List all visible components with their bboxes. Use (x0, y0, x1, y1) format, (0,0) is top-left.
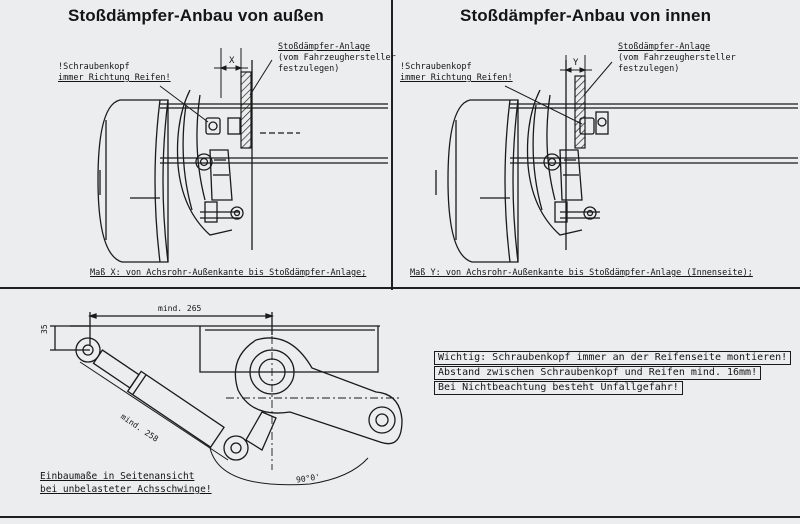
left-bolt-note-line1: !Schraubenkopf (58, 62, 130, 72)
side-view-caption-line2: bei unbelasteter Achsschwinge! (40, 484, 212, 495)
right-assembly-drawing (435, 60, 798, 263)
left-bolt-note: !Schraubenkopf immer Richtung Reifen! (58, 62, 171, 84)
side-view-caption-line1: Einbaumaße in Seitenansicht (40, 471, 195, 482)
left-dim-x (214, 48, 248, 98)
warning-line-important: Wichtig: Schraubenkopf immer an der Reif… (434, 351, 792, 365)
right-bolt-note-line1: !Schraubenkopf (400, 62, 472, 72)
divider-horizontal (0, 287, 800, 289)
left-mount-label: Stoßdämpfer-Anlage (278, 42, 371, 52)
right-bolt-note: !Schraubenkopf immer Richtung Reifen! (400, 62, 513, 84)
right-leaders (504, 61, 613, 125)
dim-265-label: mind. 265 (158, 304, 202, 313)
right-dim-y (560, 55, 592, 90)
title-outside: Stoßdämpfer-Anbau von außen (68, 6, 324, 25)
warning-box: Wichtig: Schraubenkopf immer an der Reif… (434, 351, 792, 396)
right-bolt-note-line2: immer Richtung Reifen! (400, 73, 513, 83)
left-leaders (159, 59, 273, 123)
right-mount-sub2: festzulegen) (618, 64, 680, 74)
title-inside: Stoßdämpfer-Anbau von innen (460, 6, 712, 25)
right-dim-y-label: Y (573, 58, 579, 68)
right-mount-sub1: (vom Fahrzeughersteller (618, 53, 736, 63)
right-mount-plate (574, 75, 586, 149)
side-view-caption: Einbaumaße in Seitenansicht bei unbelast… (40, 470, 212, 496)
left-mount-note: Stoßdämpfer-Anlage (vom Fahrzeugherstell… (278, 42, 396, 75)
left-bolt-note-line2: immer Richtung Reifen! (58, 73, 171, 83)
left-dim-x-label: X (229, 56, 235, 66)
left-assembly-drawing (97, 60, 388, 263)
warning-line-danger: Bei Nichtbeachtung besteht Unfallgefahr! (434, 381, 683, 395)
left-caption: Maß X: von Achsrohr-Außenkante bis Stoßd… (90, 268, 367, 278)
left-mount-sub2: festzulegen) (278, 64, 340, 74)
divider-vertical (391, 0, 393, 290)
bottom-border (0, 516, 800, 518)
warning-line-distance: Abstand zwischen Schraubenkopf und Reife… (434, 366, 762, 380)
left-mount-plate (240, 71, 252, 149)
left-mount-sub1: (vom Fahrzeughersteller (278, 53, 396, 63)
right-caption: Maß Y: von Achsrohr-Außenkante bis Stoßd… (410, 268, 753, 278)
dim-35-label: 35 (40, 324, 49, 334)
right-mount-note: Stoßdämpfer-Anlage (vom Fahrzeugherstell… (618, 42, 736, 75)
side-view-drawing (50, 312, 403, 486)
right-mount-label: Stoßdämpfer-Anlage (618, 42, 711, 52)
